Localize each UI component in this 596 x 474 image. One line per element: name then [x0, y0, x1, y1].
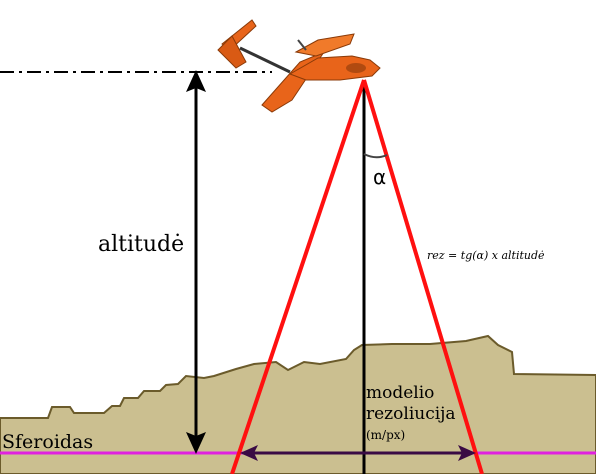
resolution-arrow-head-left	[240, 445, 258, 461]
fixed-wing-uav-icon	[217, 19, 381, 113]
altitude-arrow-head-top	[186, 70, 206, 92]
altitude-arrow-head-bottom	[186, 432, 206, 454]
model-resolution-line2: rezoliucija	[366, 404, 456, 424]
model-resolution-unit: (m/px)	[366, 428, 406, 442]
altitude-label: altitudė	[98, 232, 185, 257]
angle-label: α	[373, 165, 387, 189]
resolution-arrow-head-right	[458, 445, 476, 461]
terrain	[0, 334, 596, 474]
model-resolution-label: modelio rezoliucija (m/px)	[366, 383, 456, 446]
view-cone-right-edge	[362, 79, 484, 474]
angle-arc	[363, 153, 388, 159]
model-resolution-line1: modelio	[366, 383, 435, 403]
spheroid-label: Sferoidas	[2, 431, 94, 453]
resolution-formula: rez = tg(α) x altitudė	[427, 249, 545, 262]
view-cone-left-edge	[230, 79, 366, 474]
